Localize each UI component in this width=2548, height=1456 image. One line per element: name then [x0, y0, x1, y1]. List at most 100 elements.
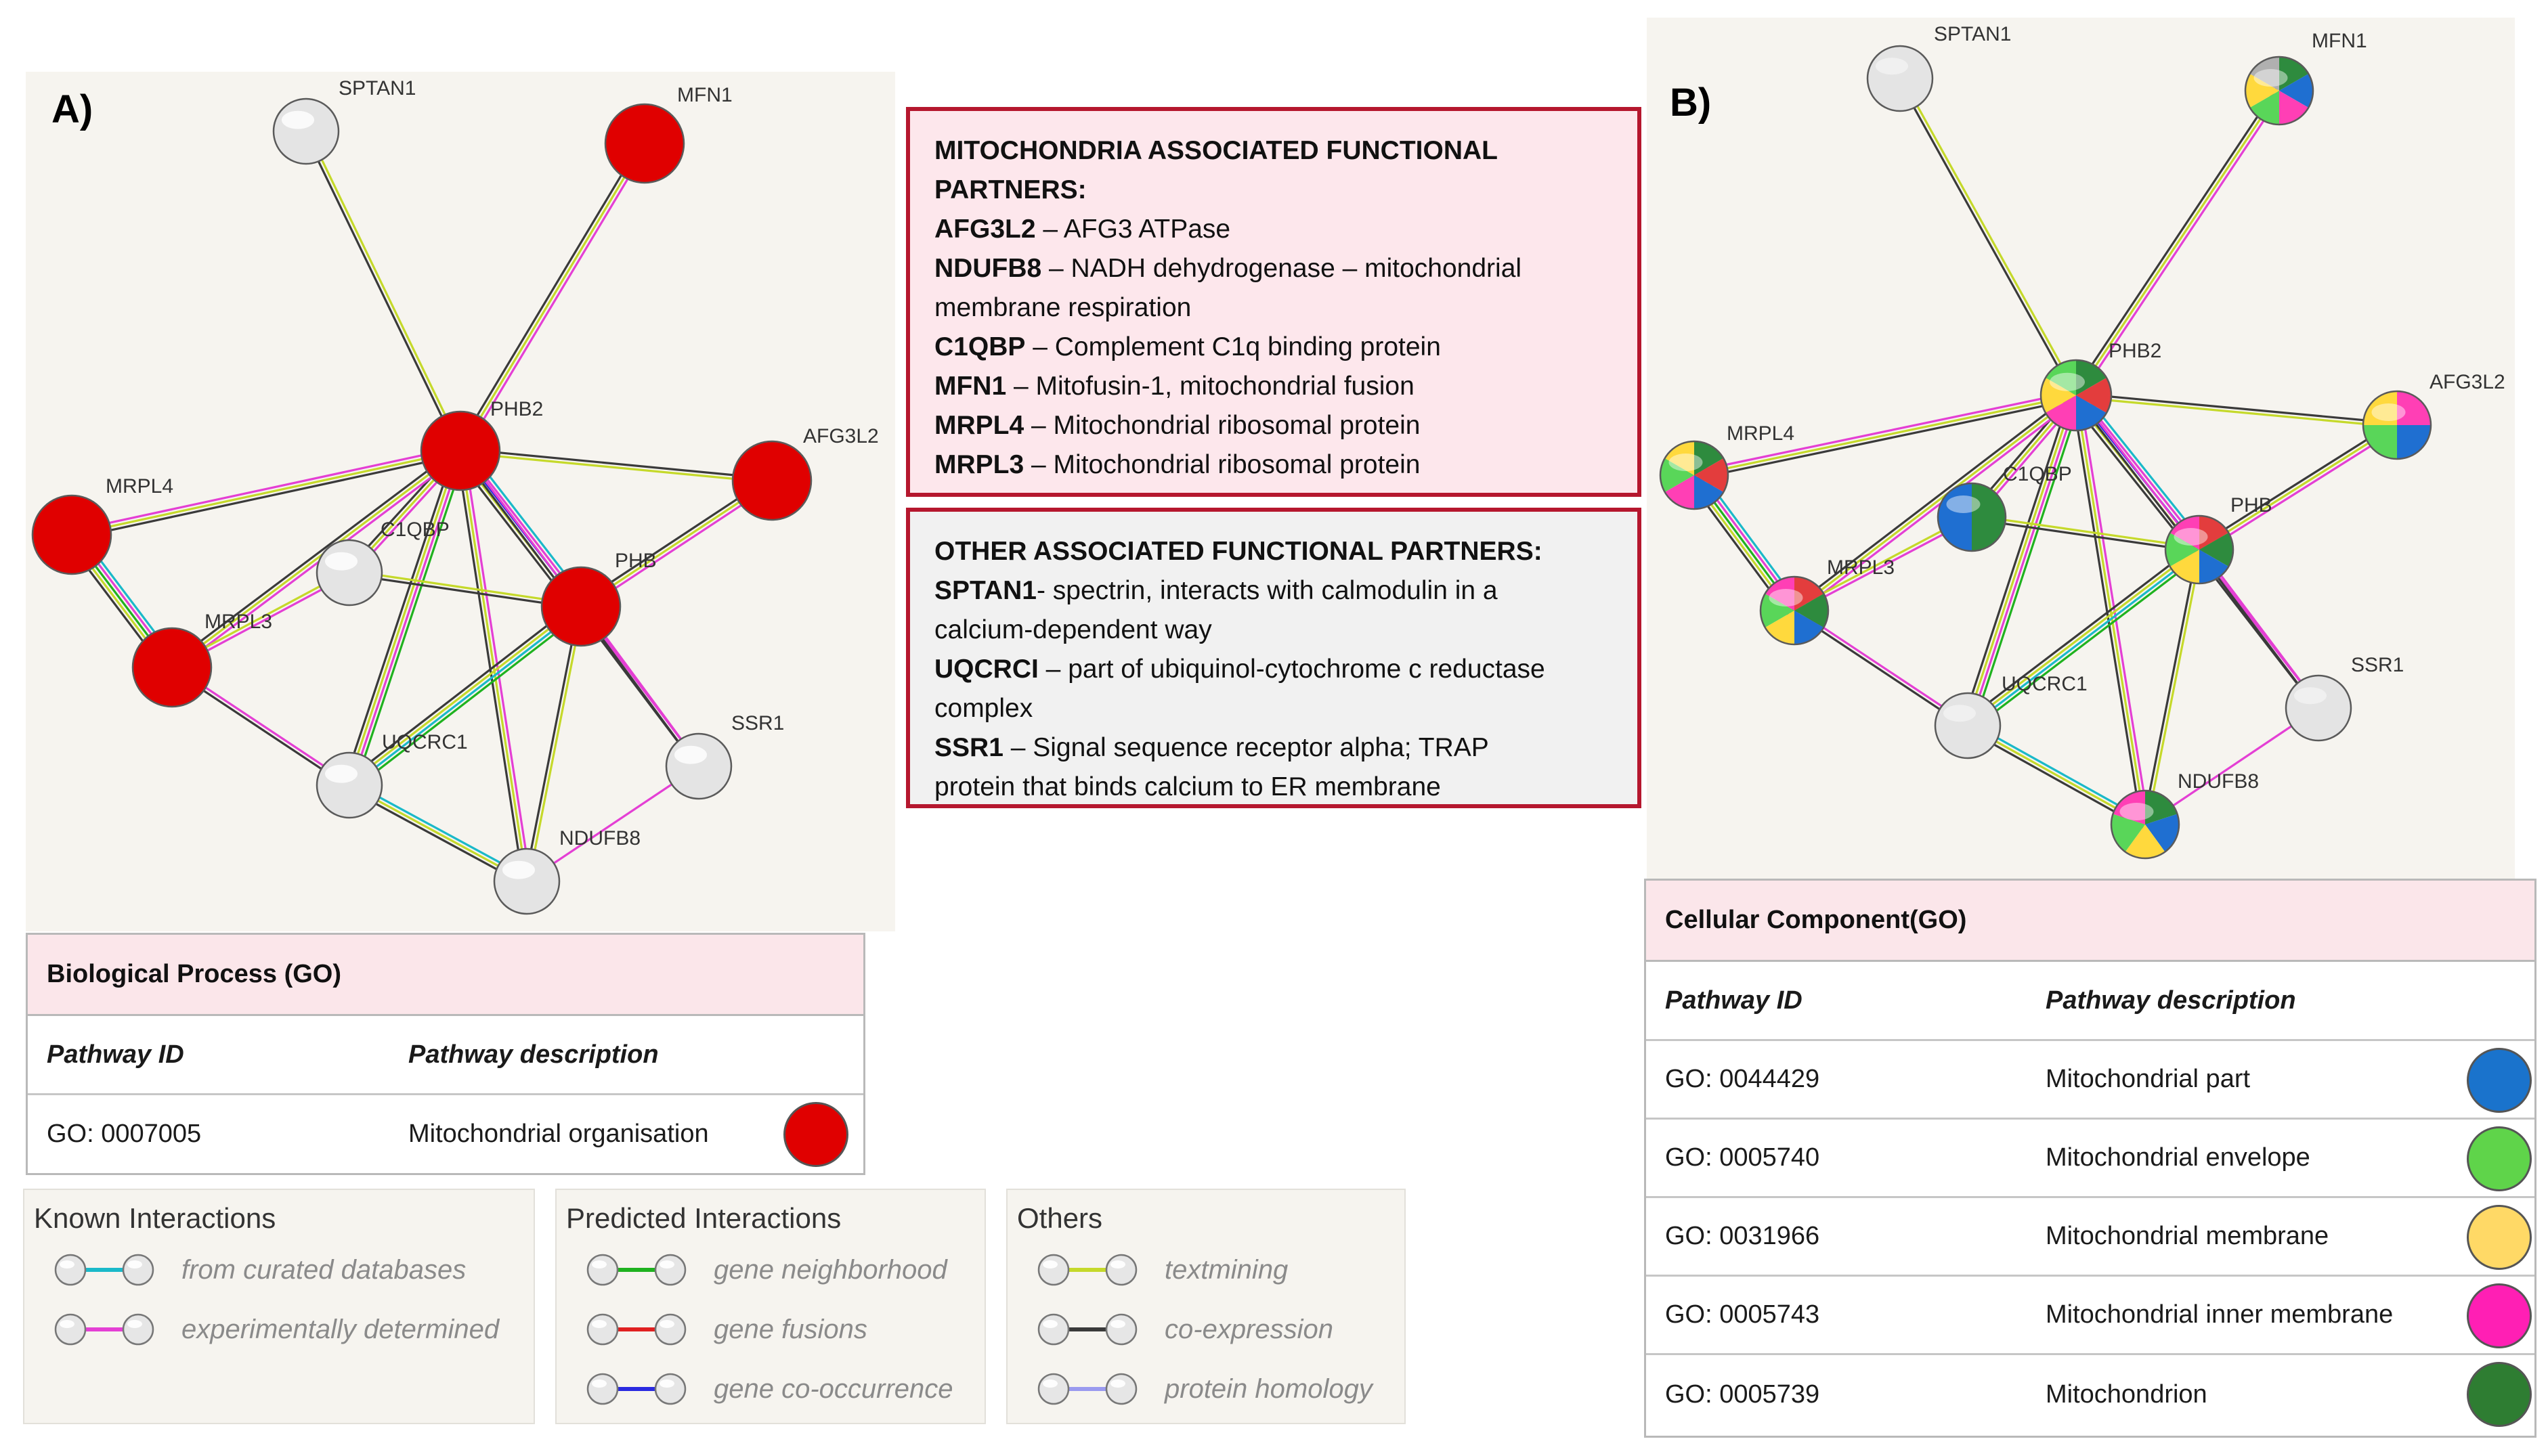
edge-mrpl4-phb2-experimental — [1693, 391, 2076, 473]
legend-item-label: protein homology — [1165, 1373, 1373, 1404]
legend-item: gene co-occurrence — [582, 1367, 953, 1411]
mito-line-ndufb8-cont: membrane respiration — [934, 293, 1192, 322]
legend-item-label: from curated databases — [181, 1254, 467, 1285]
node-a-label-ssr1: SSR1 — [731, 712, 784, 734]
legend-others-title: Others — [1017, 1202, 1103, 1234]
node-a-ssr1[interactable] — [665, 732, 733, 800]
table-b-title: Cellular Component(GO) — [1646, 881, 2534, 962]
edge-phb-uqcrc1-curated — [349, 606, 583, 788]
edge-mfn1-phb2-coexpression — [456, 141, 643, 449]
pathway-desc-cell: Mitochondrion — [2046, 1380, 2207, 1409]
node-a-uqcrc1[interactable] — [316, 751, 383, 819]
edge-phb2-uqcrc1-textmining — [346, 449, 460, 785]
node-b-mrpl4[interactable] — [1659, 440, 1729, 510]
edge-phb2-uqcrc1-experimental — [350, 451, 464, 787]
node-b-label-uqcrc1: UQCRC1 — [2002, 673, 2088, 695]
edge-phb-ndufb8-textmining — [527, 606, 584, 882]
node-a-mfn1[interactable] — [604, 103, 685, 184]
legend-edge-swatch — [54, 1313, 154, 1346]
table-b-header: Pathway ID Pathway description — [1646, 962, 2534, 1041]
edge-c1qbp-phb-textmining — [1972, 514, 2200, 549]
legend-predicted-title: Predicted Interactions — [566, 1202, 842, 1234]
edge-mfn1-phb2-experimental — [462, 145, 649, 454]
panel-a-letter: A) — [51, 87, 93, 131]
node-a-c1qbp[interactable] — [316, 539, 383, 606]
node-a-label-ndufb8: NDUFB8 — [559, 827, 641, 850]
mito-line-mfn1: MFN1 – Mitofusin-1, mitochondrial fusion — [934, 372, 1415, 401]
edge-mfn1-phb2-experimental — [2078, 92, 2283, 398]
node-a-label-mrpl3: MRPL3 — [204, 611, 272, 633]
edge-phb2-uqcrc1-neighborhood — [1972, 397, 2083, 728]
edge-phb-uqcrc1-textmining — [1966, 547, 2199, 726]
legend-edge-swatch — [586, 1254, 687, 1286]
legend-edge-swatch — [54, 1254, 154, 1286]
edge-phb2-ndufb8-coexpression — [455, 451, 525, 883]
edge-phb2-uqcrc1-experimental — [1968, 395, 2079, 727]
table-b-col-pathway-id: Pathway ID — [1665, 986, 1802, 1015]
node-a-ndufb8[interactable] — [493, 847, 561, 915]
color-key-dot — [783, 1101, 848, 1167]
edge-phb-uqcrc1-neighborhood — [352, 610, 586, 791]
node-b-label-mrpl4: MRPL4 — [1727, 422, 1794, 445]
legend-item: gene fusions — [582, 1308, 867, 1351]
node-b-c1qbp[interactable] — [1937, 482, 2007, 552]
pathway-id-cell: GO: 0005739 — [1665, 1380, 1820, 1409]
node-a-label-sptan1: SPTAN1 — [339, 77, 416, 100]
edge-phb-uqcrc1-coexpression — [345, 601, 578, 782]
edge-uqcrc1-ndufb8-curated — [350, 780, 530, 879]
legend-edge-swatch — [586, 1313, 687, 1346]
node-b-sptan1[interactable] — [1866, 45, 1934, 112]
node-b-ndufb8[interactable] — [2110, 789, 2180, 860]
edge-afg3l2-phb-textmining — [2199, 424, 2398, 551]
node-b-phb2[interactable] — [2039, 359, 2113, 432]
node-a-mrpl4[interactable] — [31, 494, 112, 575]
legend-known: Known Interactions from curated database… — [23, 1189, 535, 1424]
edge-phb-uqcrc1-neighborhood — [1970, 553, 2203, 731]
mito-heading-1: MITOCHONDRIA ASSOCIATED FUNCTIONAL — [934, 136, 1498, 165]
mitochondria-partners-box: MITOCHONDRIA ASSOCIATED FUNCTIONAL PARTN… — [906, 107, 1641, 497]
edge-afg3l2-phb2-coexpression — [2076, 392, 2398, 424]
node-b-uqcrc1[interactable] — [1934, 692, 2002, 759]
edge-uqcrc1-ndufb8-coexpression — [347, 787, 526, 886]
pathway-id-cell: GO: 0031966 — [1665, 1222, 1820, 1250]
legend-item-label: textmining — [1165, 1254, 1289, 1285]
pathway-id-cell: GO: 0007005 — [47, 1120, 202, 1148]
legend-item: gene neighborhood — [582, 1248, 947, 1292]
legend-item-label: experimentally determined — [181, 1314, 500, 1344]
legend-item: textmining — [1033, 1248, 1288, 1292]
edge-ndufb8-ssr1-experimental — [526, 765, 699, 883]
node-a-label-mrpl4: MRPL4 — [106, 475, 173, 498]
edge-phb2-uqcrc1-coexpression — [1961, 393, 2072, 724]
legend-item: protein homology — [1033, 1367, 1373, 1411]
cellular-component-table: Cellular Component(GO) Pathway ID Pathwa… — [1644, 879, 2536, 1438]
edge-mrpl4-phb2-textmining — [1693, 394, 2077, 477]
edge-phb2-mrpl3-textmining — [171, 449, 461, 669]
edge-afg3l2-phb2-textmining — [2075, 396, 2397, 428]
node-a-phb[interactable] — [540, 566, 622, 647]
table-a-body: GO: 0007005 Mitochondrial organisation — [28, 1095, 863, 1173]
node-a-afg3l2[interactable] — [731, 440, 813, 521]
node-b-mfn1[interactable] — [2244, 56, 2314, 126]
legend-item-label: co-expression — [1165, 1314, 1334, 1344]
node-a-phb2[interactable] — [420, 410, 501, 491]
pathway-id-cell: GO: 0005740 — [1665, 1143, 1820, 1172]
node-b-label-sptan1: SPTAN1 — [1934, 23, 2011, 45]
node-a-sptan1[interactable] — [272, 97, 340, 165]
edge-phb-ndufb8-textmining — [2146, 550, 2203, 825]
node-b-label-c1qbp: C1QBP — [2003, 463, 2072, 485]
pathway-desc-cell: Mitochondrial organisation — [408, 1120, 709, 1148]
color-key-dot — [2467, 1283, 2532, 1348]
node-b-ssr1[interactable] — [2285, 674, 2352, 742]
node-b-afg3l2[interactable] — [2362, 390, 2432, 460]
node-b-phb[interactable] — [2164, 514, 2234, 585]
node-b-label-ndufb8: NDUFB8 — [2178, 770, 2259, 793]
edge-afg3l2-phb-coexpression — [2197, 420, 2396, 548]
other-line-uqcrci: UQCRCI – part of ubiquinol-cytochrome c … — [934, 655, 1545, 684]
node-a-mrpl3[interactable] — [131, 627, 213, 708]
edge-phb2-uqcrc1-neighborhood — [353, 452, 467, 788]
edge-afg3l2-phb-experimental — [2201, 427, 2400, 554]
edge-phb2-mrpl3-coexpression — [169, 447, 459, 665]
node-b-mrpl3[interactable] — [1759, 575, 1830, 646]
